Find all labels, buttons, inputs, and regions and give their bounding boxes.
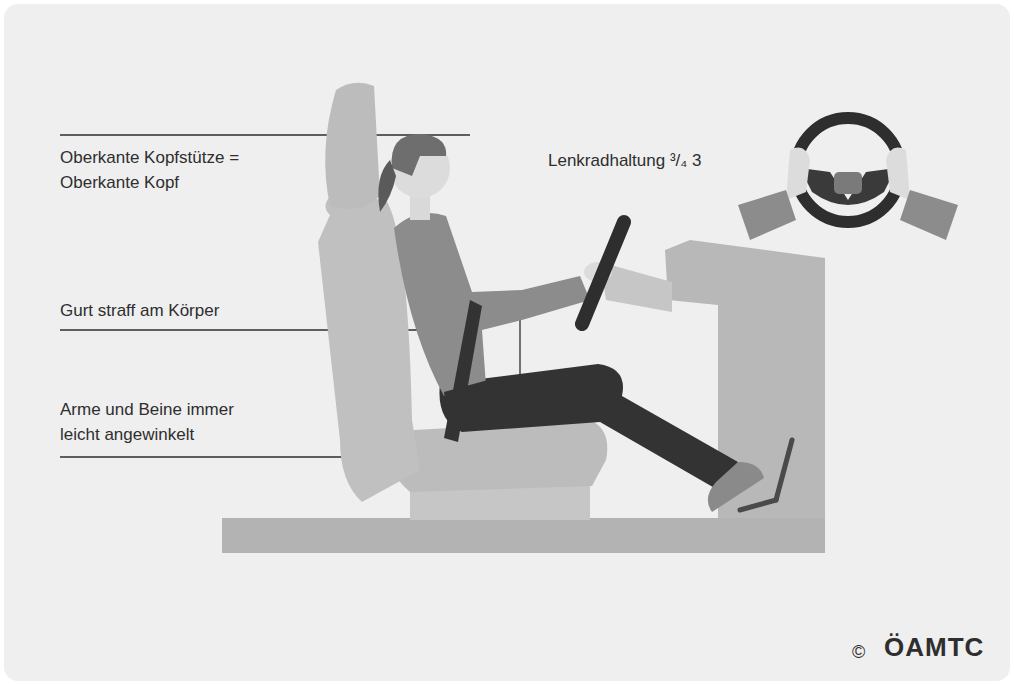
belt-note: Gurt straff am Körper: [60, 298, 275, 323]
copyright-mark: ©: [852, 640, 880, 665]
headrest-note: Oberkante Kopfstütze = Oberkante Kopf: [60, 145, 275, 195]
brand-logo: ÖAMTC: [884, 630, 1006, 664]
limbs-note: Arme und Beine immer leicht angewinkelt: [60, 397, 275, 447]
wheel-grip-note: Lenkradhaltung ³/₄ 3: [548, 148, 748, 173]
